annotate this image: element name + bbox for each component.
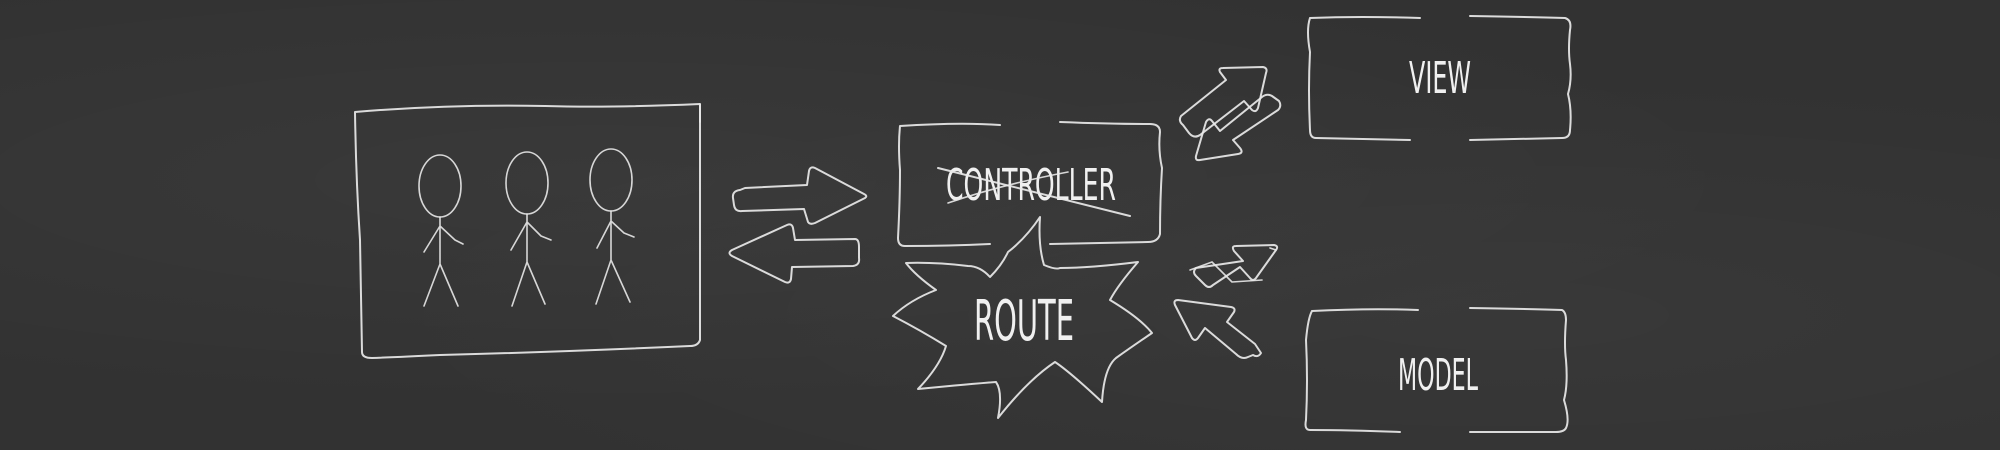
- stick-figure-2: [505, 151, 552, 307]
- route-label: ROUTE: [974, 289, 1074, 354]
- view-label: VIEW: [1409, 53, 1471, 104]
- arrow-controller-to-users: [728, 223, 861, 284]
- controller-box: [897, 121, 1163, 247]
- stick-figure-3: [589, 148, 635, 305]
- controller-strikethrough-2: [947, 171, 1069, 204]
- arrow-controller-to-view: [1178, 66, 1268, 138]
- model-label: MODEL: [1398, 350, 1478, 401]
- route-burst: [892, 216, 1153, 419]
- users-box: [354, 103, 701, 359]
- controller-strikethrough: [937, 167, 1131, 217]
- view-box: [1307, 15, 1572, 141]
- arrow-view-to-controller: [1194, 93, 1282, 162]
- controller-label: CONTROLLER: [946, 160, 1116, 211]
- arrow-model-to-route: [1173, 261, 1263, 359]
- arrow-route-to-model: [1193, 244, 1279, 288]
- arrow-users-to-controller: [731, 166, 868, 225]
- stick-figure-1: [418, 154, 464, 307]
- model-box: [1304, 307, 1569, 433]
